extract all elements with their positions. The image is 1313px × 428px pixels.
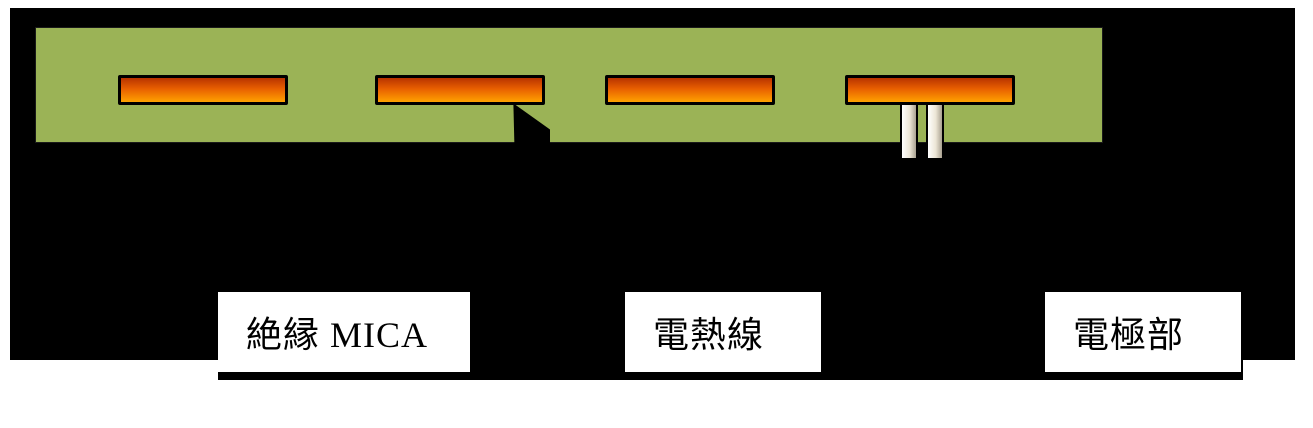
electrode-pin	[900, 103, 918, 160]
pointer-arrow-icon	[513, 103, 550, 150]
label-heating-wire: 電熱線	[625, 292, 821, 372]
label-electrode-part-text: 電極部	[1073, 315, 1185, 355]
label-electrode-part: 電極部	[1045, 292, 1241, 372]
heating-wire	[118, 75, 288, 105]
label-insulation-mica: 絶縁 MICA	[218, 292, 470, 372]
label-heating-wire-text: 電熱線	[653, 315, 765, 355]
electrode-pin	[926, 103, 944, 160]
heating-wire	[605, 75, 775, 105]
heating-wire	[845, 75, 1015, 105]
heating-wire	[375, 75, 545, 105]
label-insulation-mica-text: 絶縁 MICA	[246, 315, 429, 355]
